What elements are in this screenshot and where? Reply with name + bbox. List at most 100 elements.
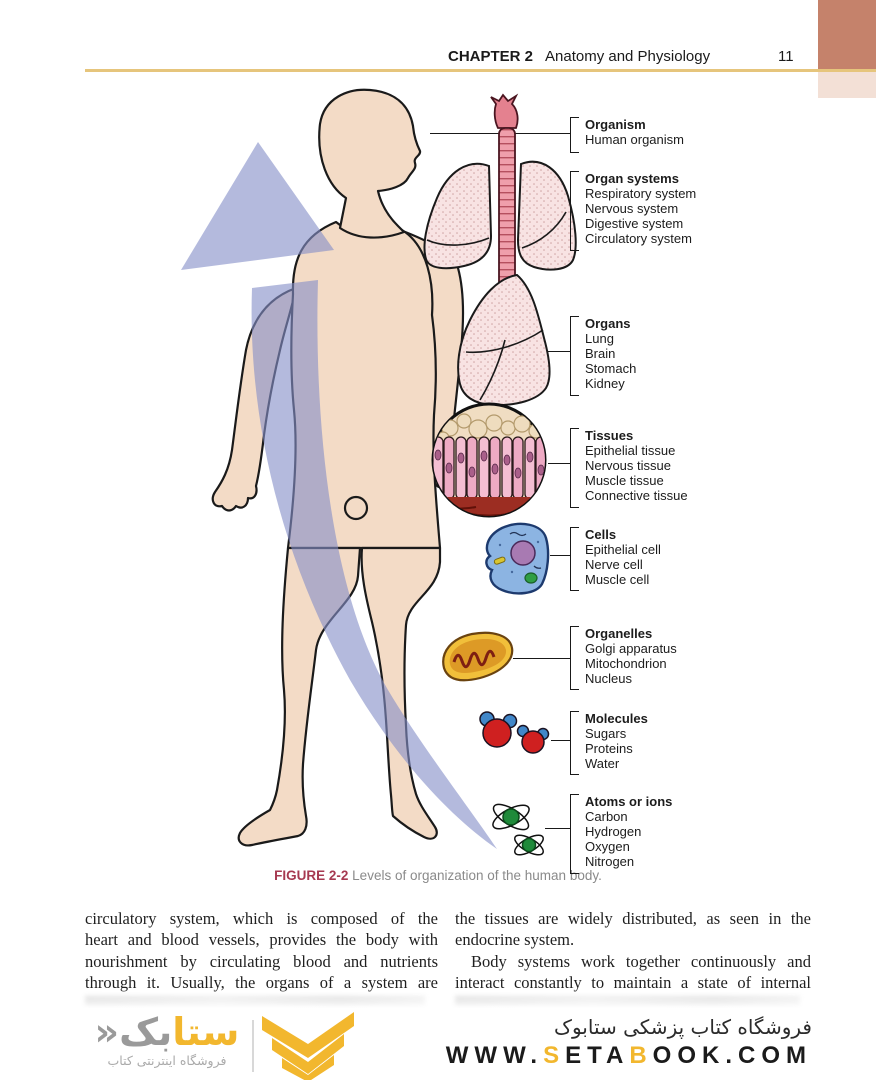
level-item: Sugars xyxy=(585,726,627,741)
bracket xyxy=(570,626,580,690)
footer-divider xyxy=(252,1020,254,1072)
level-item: Brain xyxy=(585,346,616,361)
url-part-accent: S xyxy=(543,1042,566,1069)
level-item: Connective tissue xyxy=(585,488,688,503)
level-group-tissues: Tissues Epithelial tissue Nervous tissue… xyxy=(570,428,688,508)
level-item: Circulatory system xyxy=(585,231,692,246)
level-item: Digestive system xyxy=(585,216,684,231)
level-item: Carbon xyxy=(585,809,628,824)
brand-wordmark-gray: بک« xyxy=(94,1010,173,1054)
text-line: Body systems work together continuously … xyxy=(471,951,811,971)
level-item: Stomach xyxy=(585,361,637,376)
bracket xyxy=(570,428,580,508)
corner-accent-dark xyxy=(818,0,876,70)
level-item: Mitochondrion xyxy=(585,656,667,671)
lung-illustration xyxy=(457,273,551,407)
level-item: Nervous system xyxy=(585,201,679,216)
water-molecules-illustration xyxy=(479,711,550,754)
level-item: Human organism xyxy=(585,132,684,147)
text-line: endocrine system. xyxy=(455,930,575,950)
brand-wordmark-yellow: ستا xyxy=(172,1010,240,1054)
level-item: Epithelial cell xyxy=(585,542,661,557)
brand-chevron-icon xyxy=(262,1012,354,1080)
level-item: Water xyxy=(585,756,620,771)
level-item: Epithelial tissue xyxy=(585,443,676,458)
bracket xyxy=(570,527,580,591)
text-line: through it. Usually, the organs of a sys… xyxy=(85,973,438,993)
figure-caption-label: FIGURE 2-2 xyxy=(274,868,349,883)
level-item: Nitrogen xyxy=(585,854,635,869)
connector-line xyxy=(545,828,570,829)
level-group-organs: Organs Lung Brain Stomach Kidney xyxy=(570,316,636,396)
level-title: Organism xyxy=(585,117,646,132)
figure-caption-text: Levels of organization of the human body… xyxy=(352,868,602,883)
level-item: Nucleus xyxy=(585,671,632,686)
level-title: Molecules xyxy=(585,711,648,726)
store-title: فروشگاه کتاب پزشکی ستابوک xyxy=(554,1015,812,1039)
footer-watermark: ستابک« فروشگاه اینترنتی کتاب فروشگاه کتا… xyxy=(0,1008,876,1080)
url-part: WWW. xyxy=(445,1042,544,1069)
mitochondrion-illustration xyxy=(442,631,514,682)
text-line: heart and blood vessels, provides the bo… xyxy=(85,930,438,950)
left-text-column: circulatory system, which is composed of… xyxy=(85,908,438,994)
connector-line xyxy=(430,133,570,134)
bracket xyxy=(570,794,580,874)
store-url: WWW.SETABOOK.COM xyxy=(446,1040,812,1072)
header-rule xyxy=(85,69,876,72)
flow-arrow xyxy=(181,142,497,849)
connector-line xyxy=(513,658,570,659)
level-title: Organs xyxy=(585,316,631,331)
bracket xyxy=(570,117,580,153)
chapter-title: Anatomy and Physiology xyxy=(545,48,711,65)
url-part: OOK.COM xyxy=(652,1042,812,1069)
level-title: Atoms or ions xyxy=(585,794,673,809)
page-number: 11 xyxy=(778,48,794,65)
level-group-organ-systems: Organ systems Respiratory system Nervous… xyxy=(570,171,696,251)
lungs-illustration xyxy=(423,160,577,271)
chapter-label: CHAPTER 2 xyxy=(448,48,534,65)
level-group-cells: Cells Epithelial cell Nerve cell Muscle … xyxy=(570,527,661,591)
brand-subtitle: فروشگاه اینترنتی کتاب xyxy=(107,1053,227,1068)
level-item: Muscle cell xyxy=(585,572,650,587)
brand-logo: ستابک« فروشگاه اینترنتی کتاب xyxy=(92,1012,242,1068)
connector-line xyxy=(550,555,570,556)
url-part-accent: B xyxy=(629,1042,653,1069)
level-item: Nervous tissue xyxy=(585,458,671,473)
level-title: Organelles xyxy=(585,626,653,641)
level-group-molecules: Molecules Sugars Proteins Water xyxy=(570,711,648,775)
trachea-illustration xyxy=(482,93,532,314)
level-item: Oxygen xyxy=(585,839,630,854)
level-title: Organ systems xyxy=(585,171,679,186)
text-line: interact constantly to maintain a state … xyxy=(455,973,811,993)
level-item: Lung xyxy=(585,331,614,346)
level-group-atoms: Atoms or ions Carbon Hydrogen Oxygen Nit… xyxy=(570,794,672,874)
bracket xyxy=(570,171,580,251)
level-item: Muscle tissue xyxy=(585,473,664,488)
level-item: Nerve cell xyxy=(585,557,643,572)
text-line: nourishment by circulating blood and nut… xyxy=(85,951,438,971)
connector-line xyxy=(551,740,570,741)
corner-accent-light xyxy=(818,72,876,98)
store-info: فروشگاه کتاب پزشکی ستابوک WWW.SETABOOK.C… xyxy=(446,1014,812,1072)
figure-caption: FIGURE 2-2 Levels of organization of the… xyxy=(0,868,876,883)
level-item: Proteins xyxy=(585,741,633,756)
connector-line xyxy=(548,463,570,464)
human-body-illustration xyxy=(211,88,465,847)
bracket xyxy=(570,711,580,775)
brand-wordmark: ستابک« xyxy=(92,1012,242,1052)
level-item: Hydrogen xyxy=(585,824,642,839)
bracket xyxy=(570,316,580,396)
connector-line xyxy=(552,211,570,212)
level-group-organism: Organism Human organism xyxy=(570,117,684,153)
text-line: circulatory system, which is composed of… xyxy=(85,909,438,928)
level-title: Cells xyxy=(585,527,617,542)
cell-illustration xyxy=(485,522,550,595)
level-item: Respiratory system xyxy=(585,186,697,201)
atoms-illustration xyxy=(492,803,544,856)
level-item: Golgi apparatus xyxy=(585,641,677,656)
level-title: Tissues xyxy=(585,428,634,443)
tissue-illustration xyxy=(431,402,547,518)
level-group-organelles: Organelles Golgi apparatus Mitochondrion… xyxy=(570,626,677,690)
url-part: ETA xyxy=(565,1042,630,1069)
